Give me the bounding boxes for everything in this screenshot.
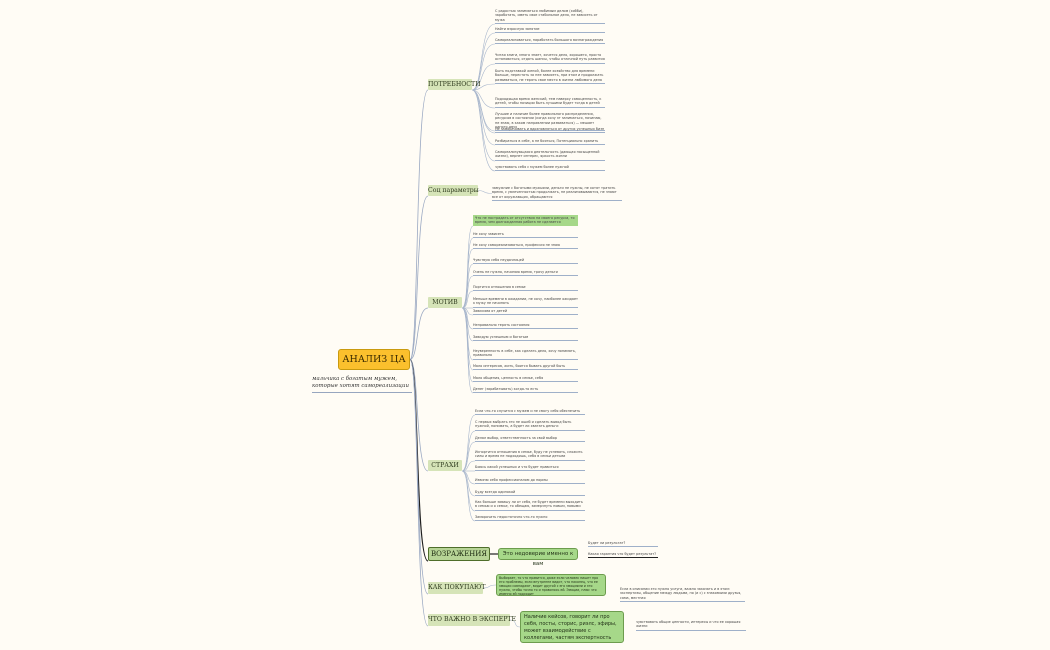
motive-item-14: Денег (зарабатывать) когда-то есть: [473, 387, 578, 394]
root-node[interactable]: АНАЛИЗ ЦА: [338, 349, 410, 370]
fears-leaves-link-8: [461, 470, 476, 512]
needs-item-3: Самореализоваться, наработать большого в…: [495, 38, 605, 45]
fears-item-6: Извиню себя профессионалом до нормы: [475, 478, 585, 485]
expert-text: чувствовать общие ценности, интересы и ч…: [636, 620, 746, 631]
needs-leaves-link-6: [471, 89, 496, 109]
fears-leaves-link-2: [461, 430, 476, 472]
link-root-b-objections: [409, 358, 429, 562]
fears-item-8: Как больше завишу ли от себя, не будет в…: [475, 500, 585, 511]
needs-item-2: Найти взрослую занятие: [495, 27, 605, 34]
how-buy-text: Если в описании это нужно услуги, важно …: [620, 587, 745, 602]
fears-leaves-link-6: [461, 470, 476, 485]
motive-leaves-link-8: [461, 307, 474, 316]
motive-item-12: Мало интересов, жить, боится бывать друг…: [473, 364, 578, 371]
fears-item-5: Боюсь какой успешных и что будет нравить…: [475, 465, 585, 472]
motive-leaves-link-6: [461, 290, 474, 309]
motive-item-9: Неправильно терять состояния: [473, 323, 578, 330]
needs-item-6: Подходящая время женский, тем наверху са…: [495, 97, 605, 108]
fears-leaves-link-1: [461, 414, 476, 472]
motive-leaves-link-5: [461, 275, 474, 309]
branch-fears[interactable]: СТРАХИ: [428, 460, 462, 471]
needs-item-10: Самореализующаяся деятельность (дающая н…: [495, 150, 605, 161]
motive-item-6: Портится отношения в семье: [473, 285, 578, 292]
needs-item-9: Разбираться в себе, а не бояться, Потенц…: [495, 139, 605, 146]
root-note: мальчика с богатым мужем, которые хотят …: [312, 376, 412, 393]
branch-how-buy[interactable]: КАК ПОКУПАЮТ: [428, 582, 486, 594]
needs-item-1: С радостью заниматься любимым делом (хоб…: [495, 9, 605, 24]
motive-item-4: Чувствую себя неудачницей: [473, 258, 578, 265]
link-root-b-fears: [409, 359, 429, 472]
motive-item-7: Меньше времени в ожидании, не хочу, наиб…: [473, 297, 578, 308]
needs-leaves-link-10: [471, 89, 496, 162]
fears-item-9: Заморочить недостаточно что-то нужно: [475, 515, 585, 522]
link-root-b-expert: [409, 359, 429, 627]
fears-leaves-link-4: [461, 460, 476, 472]
objections-box[interactable]: Это недоверие именно к вам: [498, 548, 578, 567]
motive-item-11: Неуверенность в себе, как сделать дело, …: [473, 349, 578, 360]
motive-leaves-link-14: [461, 307, 474, 394]
motive-item-5: Очень не нужно, начинаю время, трачу ден…: [473, 270, 578, 277]
link-root-b-motive: [409, 307, 429, 360]
objections-item-2: Какая гарантия что будет результат?: [588, 552, 658, 559]
motive-item-2: Не хочу зависеть: [473, 232, 578, 239]
motive-item-13: Мало общения, ценность в семье, себя: [473, 376, 578, 383]
branch-objections[interactable]: ВОЗРАЖЕНИЯ: [428, 547, 490, 561]
branch-expert-importance[interactable]: ЧТО ВАЖНО В ЭКСПЕРТЕ: [428, 614, 516, 626]
fears-item-7: Буду всегда одинокой: [475, 490, 585, 497]
needs-item-5: Быть подставкой женой, более хозяйство д…: [495, 69, 605, 84]
motive-item-1: Что не пострадать от отсутствия на своег…: [473, 215, 578, 226]
needs-leaves-link-7: [471, 89, 496, 132]
fears-leaves-link-9: [461, 470, 476, 522]
fears-item-2: С первых выбрать это не ошиб и сделать в…: [475, 420, 585, 431]
fears-leaves-link-3: [461, 441, 476, 472]
expert-box[interactable]: Наличие кейсов, говорит ли про себя, пос…: [520, 611, 624, 643]
needs-leaves-link-9: [471, 89, 496, 146]
social-params-text: замужние с богатыми мужьями, деньги не н…: [492, 186, 622, 201]
needs-item-11: чувствовать себя с мужем более нужной: [495, 165, 605, 172]
motive-leaves-link-2: [461, 237, 474, 309]
motive-item-3: Не хочу самореализоваться, профессия не …: [473, 243, 578, 250]
motive-leaves-link-12: [461, 307, 474, 371]
motive-leaves-link-3: [461, 248, 474, 309]
branch-motive[interactable]: МОТИВ: [428, 297, 462, 308]
needs-item-8: Не заморачивать и вдохновляться от други…: [495, 127, 605, 134]
fears-item-4: Испортится отношения в семье, буду не ус…: [475, 450, 585, 461]
branch-needs[interactable]: ПОТРЕБНОСТИ: [428, 79, 481, 90]
needs-leaves-link-8: [471, 89, 496, 134]
motive-leaves-link-13: [461, 307, 474, 383]
needs-leaves-link-11: [471, 89, 496, 172]
fears-item-1: Если что-то случится с мужем и не смогу …: [475, 409, 585, 416]
needs-item-4: Читая книги, много знает, хочется дело, …: [495, 53, 605, 64]
fears-leaves-link-7: [461, 470, 476, 497]
motive-leaves-link-9: [461, 307, 474, 330]
motive-item-10: Завидую успешным и богатым: [473, 335, 578, 342]
branch-social-params[interactable]: Соц параметры: [428, 185, 479, 196]
motive-leaves-link-10: [461, 307, 474, 342]
motive-leaves-link-4: [461, 263, 474, 309]
link-root-b-social: [409, 195, 429, 360]
objections-item-1: Будет ли результат?: [588, 541, 658, 548]
how-buy-box[interactable]: Выбирает, то что нравится, даже если чел…: [496, 574, 606, 596]
motive-item-8: Зависима от детей: [473, 309, 578, 316]
fears-item-3: Делал выбор, ответственность за свой выб…: [475, 436, 585, 443]
motive-leaves-link-11: [461, 307, 474, 361]
link-root-b-buy: [409, 359, 429, 595]
needs-item-7: Лучшие и наличие более правильного распр…: [495, 112, 605, 132]
motive-leaves-link-1: [461, 225, 474, 309]
link-social: [477, 190, 493, 194]
link-root-b-needs: [409, 89, 429, 360]
